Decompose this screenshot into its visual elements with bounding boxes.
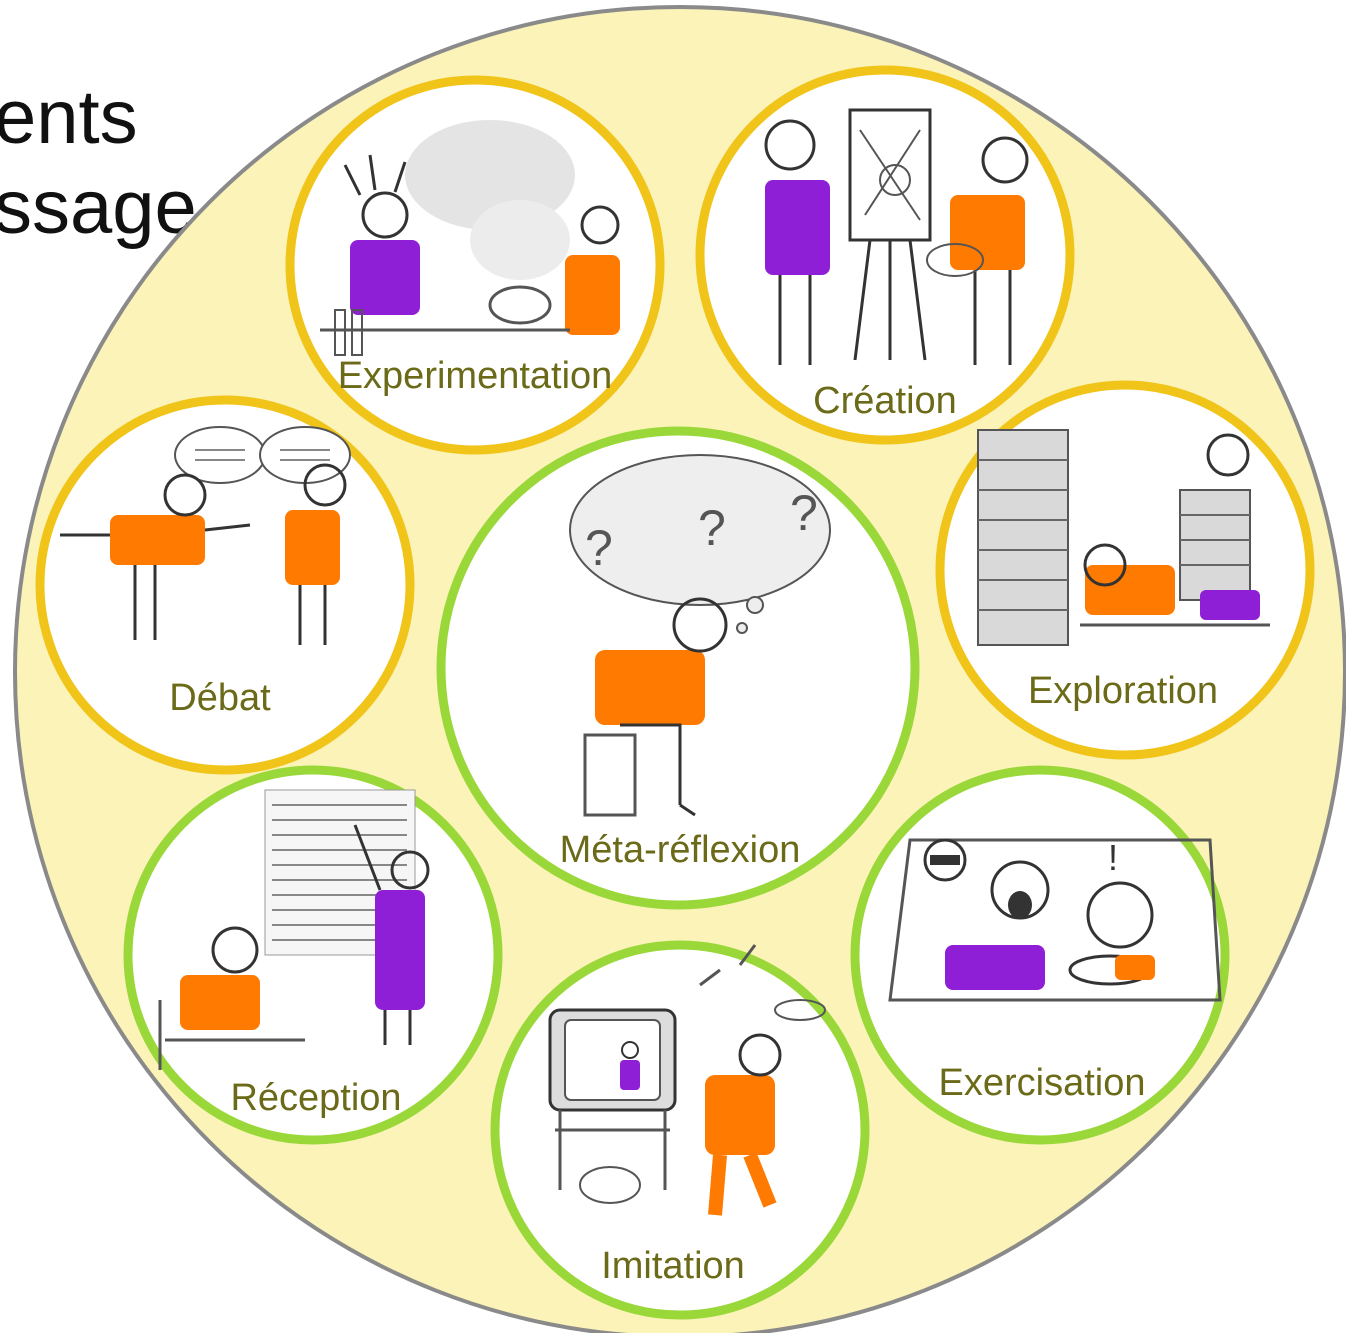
circle-meta: ? ? ? Méta-réflexion <box>436 426 920 910</box>
circle-debat: Débat <box>35 395 415 775</box>
circle-creation: Création <box>695 65 1075 445</box>
label-debat: Débat <box>169 677 271 719</box>
title-line-2: ssage <box>0 165 197 250</box>
title-line-1: ents <box>0 75 138 160</box>
label-reception: Réception <box>230 1077 401 1119</box>
svg-text:?: ? <box>790 485 818 541</box>
circle-imitation: Imitation <box>490 940 870 1320</box>
experiment-icon <box>320 120 620 356</box>
svg-text:!: ! <box>1108 837 1118 878</box>
circle-exploration: Exploration <box>935 380 1315 760</box>
circle-reception: Réception <box>123 765 503 1145</box>
label-exploration: Exploration <box>1028 670 1218 712</box>
books-icon <box>977 429 1270 646</box>
label-experimentation: Experimentation <box>338 355 613 397</box>
driving-icon: ! <box>888 837 1222 1002</box>
circle-experimentation: Experimentation <box>285 75 665 455</box>
svg-text:?: ? <box>698 500 726 556</box>
lecture-icon <box>158 789 430 1070</box>
tv-icon <box>548 944 826 1216</box>
label-creation: Création <box>813 380 957 422</box>
label-meta-reflexion: Méta-réflexion <box>560 829 801 871</box>
slide-title: ents ssage <box>0 0 300 260</box>
label-exercisation: Exercisation <box>939 1062 1146 1104</box>
label-imitation: Imitation <box>601 1245 745 1287</box>
circle-exercisation: ! Exercisation <box>850 765 1230 1145</box>
svg-text:?: ? <box>585 520 613 576</box>
thinker-icon: ? ? ? <box>569 454 831 817</box>
easel-icon <box>764 108 1029 365</box>
debate-icon <box>60 426 351 645</box>
